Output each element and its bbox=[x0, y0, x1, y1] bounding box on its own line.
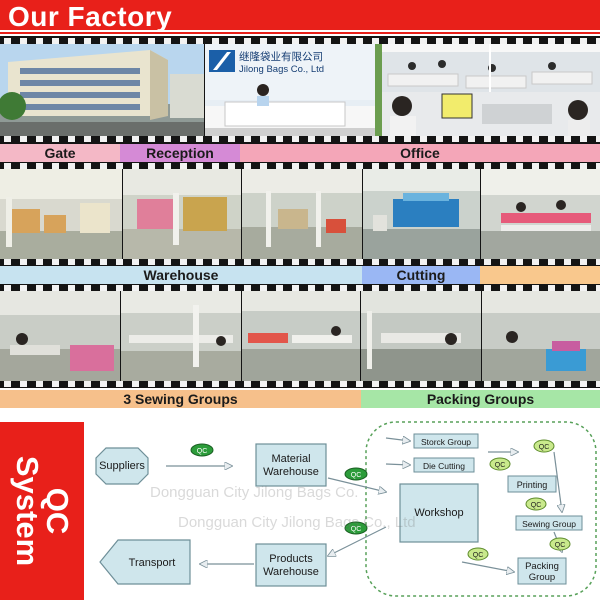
photo-strip-2 bbox=[0, 162, 600, 266]
film-holes bbox=[0, 38, 600, 44]
cutting-photo-2 bbox=[481, 169, 600, 259]
workshop-label: Workshop bbox=[414, 507, 463, 519]
products-warehouse-label-2: Warehouse bbox=[263, 566, 319, 578]
photo-strip-3 bbox=[0, 284, 600, 388]
printing-label: Printing bbox=[517, 480, 548, 490]
transport-node bbox=[99, 539, 191, 585]
flow-arrows bbox=[166, 438, 562, 572]
qc-badge-printing: QC bbox=[525, 497, 547, 511]
film-holes bbox=[0, 285, 600, 291]
products-warehouse-node bbox=[255, 543, 327, 587]
qc-title-line-2: System bbox=[10, 455, 45, 567]
film-holes bbox=[0, 136, 600, 142]
watermark-2: Dongguan City Jilong Bags Co., Ltd bbox=[178, 514, 416, 531]
office-label: Office bbox=[240, 144, 600, 162]
top-banner: Our Factory bbox=[0, 0, 600, 34]
qc-badge-text: QC bbox=[495, 462, 506, 469]
transport-label: Transport bbox=[129, 557, 176, 569]
qc-badge-text: QC bbox=[197, 448, 208, 455]
material-warehouse-node bbox=[255, 443, 327, 487]
qc-badge-packing: QC bbox=[467, 547, 489, 561]
warehouse-photo-1 bbox=[0, 169, 122, 259]
material-warehouse-label-2: Warehouse bbox=[263, 466, 319, 478]
sewing-photo-1 bbox=[0, 291, 120, 381]
watermark-1: Dongguan City Jilong Bags Co. bbox=[150, 484, 359, 501]
qc-badge-storck: QC bbox=[533, 439, 555, 453]
qc-flow-diagram: Suppliers Material Warehouse Workshop Pr… bbox=[84, 412, 600, 600]
qc-badge-suppliers: QC bbox=[190, 443, 214, 457]
film-holes bbox=[0, 163, 600, 169]
office-photo bbox=[382, 44, 600, 136]
die-cutting-node bbox=[413, 457, 475, 473]
qc-system-title: QC System bbox=[10, 455, 75, 567]
label-bar-3: 3 Sewing Groups Packing Groups bbox=[0, 390, 600, 408]
film-holes bbox=[0, 259, 600, 265]
warehouse-photo-3 bbox=[242, 169, 362, 259]
qc-badge-text: QC bbox=[473, 552, 484, 559]
cutting-photo-1 bbox=[363, 169, 480, 259]
gate-label: Gate bbox=[0, 144, 120, 162]
packing-photo-2 bbox=[482, 291, 600, 381]
qc-badges: QC QC QC QC QC QC bbox=[190, 439, 571, 561]
company-sign-chinese: 继隆袋业有限公司 bbox=[239, 50, 323, 63]
label-bar-2: Warehouse Cutting bbox=[0, 266, 600, 284]
printing-node bbox=[507, 475, 557, 493]
warehouse-photo-2 bbox=[123, 169, 241, 259]
workshop-node bbox=[399, 483, 479, 543]
qc-badge-material: QC bbox=[344, 467, 368, 481]
qc-badge-text: QC bbox=[539, 444, 550, 451]
qc-badge-die-cutting: QC bbox=[489, 457, 511, 471]
qc-badge-sewing: QC bbox=[549, 537, 571, 551]
company-sign-english: Jilong Bags Co., Ltd bbox=[239, 64, 324, 75]
page-title: Our Factory bbox=[8, 1, 173, 32]
gate-photo bbox=[0, 44, 204, 136]
cutting-label: Cutting bbox=[362, 266, 480, 284]
sewing-group-node bbox=[515, 515, 583, 531]
suppliers-label: Suppliers bbox=[99, 460, 145, 472]
label-bar-1: Gate Reception Office bbox=[0, 144, 600, 162]
photo-strip-1: 继隆袋业有限公司 Jilong Bags Co., Ltd bbox=[0, 36, 600, 144]
sewing-groups-label: 3 Sewing Groups bbox=[0, 390, 361, 408]
qc-badge-text: QC bbox=[531, 502, 542, 509]
qc-title-line-1: QC bbox=[40, 487, 75, 535]
suppliers-node bbox=[95, 447, 149, 485]
die-cutting-label: Die Cutting bbox=[423, 461, 465, 471]
sewing-photo-3 bbox=[242, 291, 360, 381]
sewing-photo-2 bbox=[121, 291, 241, 381]
film-holes bbox=[0, 381, 600, 387]
production-group-outline bbox=[365, 421, 597, 597]
products-warehouse-label-1: Products bbox=[269, 553, 313, 565]
reception-photo: 继隆袋业有限公司 Jilong Bags Co., Ltd bbox=[205, 44, 382, 136]
packing-group-node bbox=[517, 557, 567, 585]
packing-group-label-1: Packing bbox=[525, 561, 559, 572]
reception-label: Reception bbox=[120, 144, 240, 162]
qc-system-side-panel: QC System bbox=[0, 422, 84, 600]
sewing-group-label: Sewing Group bbox=[522, 519, 576, 529]
qc-badge-products: QC bbox=[344, 521, 368, 535]
qc-badge-text: QC bbox=[351, 526, 362, 533]
material-warehouse-label-1: Material bbox=[271, 453, 310, 465]
label-blank-segment bbox=[480, 266, 600, 284]
packing-group-label-2: Group bbox=[529, 572, 555, 583]
storck-group-node bbox=[413, 433, 479, 449]
warehouse-label: Warehouse bbox=[0, 266, 362, 284]
packing-photo-1 bbox=[361, 291, 481, 381]
storck-group-label: Storck Group bbox=[421, 437, 471, 447]
qc-badge-text: QC bbox=[351, 472, 362, 479]
qc-badge-text: QC bbox=[555, 542, 566, 549]
banner-stripe bbox=[0, 30, 600, 32]
packing-groups-label: Packing Groups bbox=[361, 390, 600, 408]
